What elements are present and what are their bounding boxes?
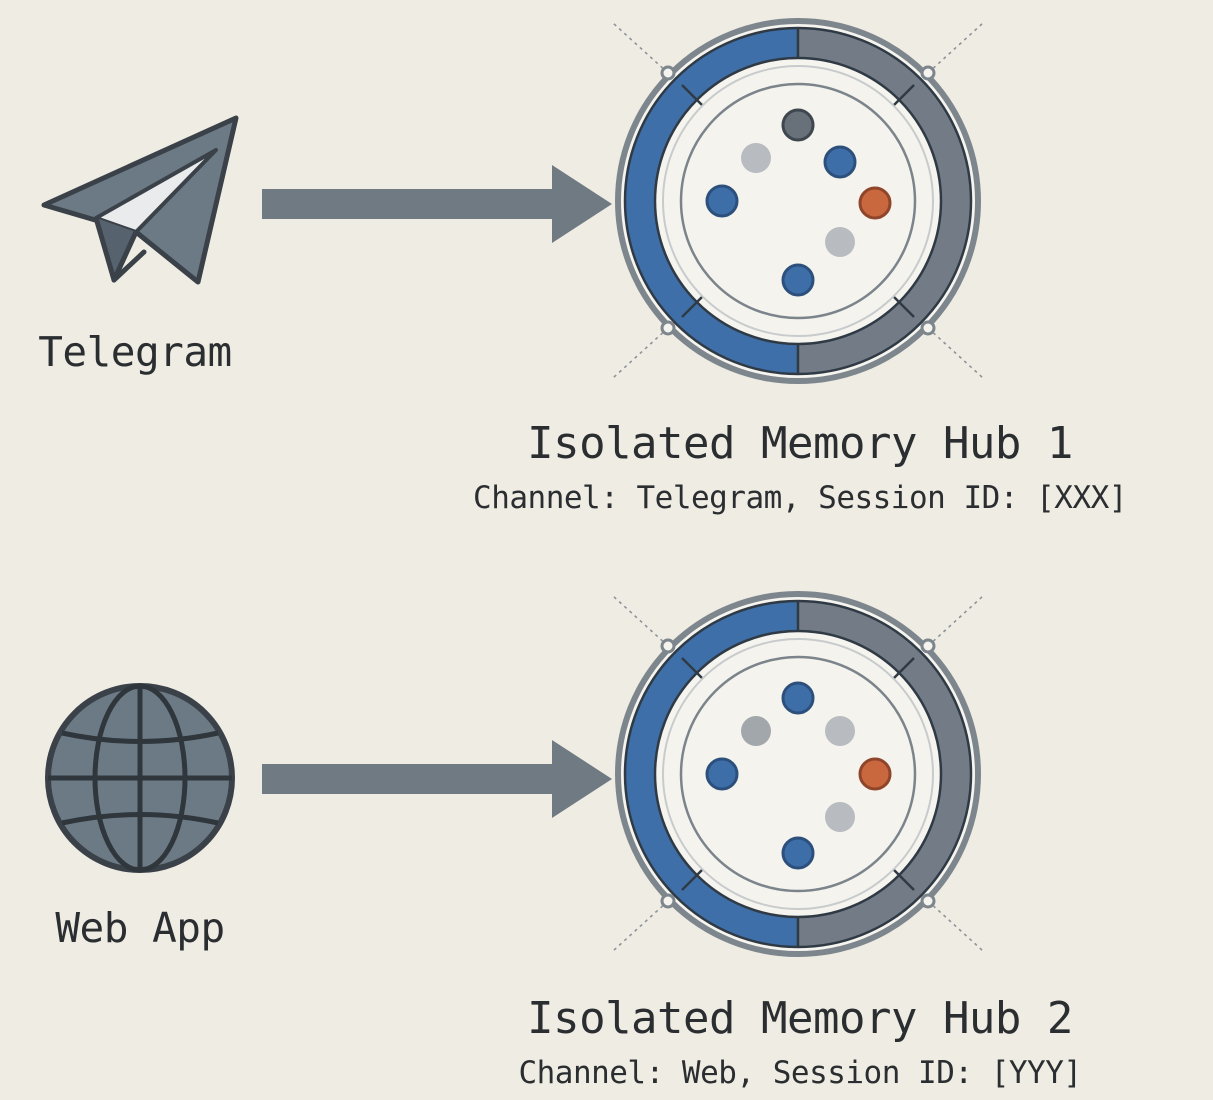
hub-title: Isolated Memory Hub 2 — [527, 993, 1073, 1044]
channel-row-web: Web App — [0, 575, 1213, 1100]
telegram-paper-plane-icon — [41, 115, 239, 285]
hub-title: Isolated Memory Hub 1 — [527, 418, 1073, 469]
source-label: Telegram — [38, 328, 232, 376]
source-label: Web App — [55, 904, 225, 952]
memory-hub-2-icon — [612, 591, 984, 957]
hub-subtitle: Channel: Web, Session ID: [YYY] — [518, 1055, 1082, 1091]
hub-subtitle: Channel: Telegram, Session ID: [XXX] — [473, 480, 1127, 516]
memory-hub-1-icon — [612, 18, 984, 384]
arrow-right-icon — [262, 165, 612, 243]
channel-row-telegram: Telegram — [38, 18, 1127, 516]
arrow-right-icon — [262, 740, 612, 818]
globe-icon — [45, 683, 235, 873]
